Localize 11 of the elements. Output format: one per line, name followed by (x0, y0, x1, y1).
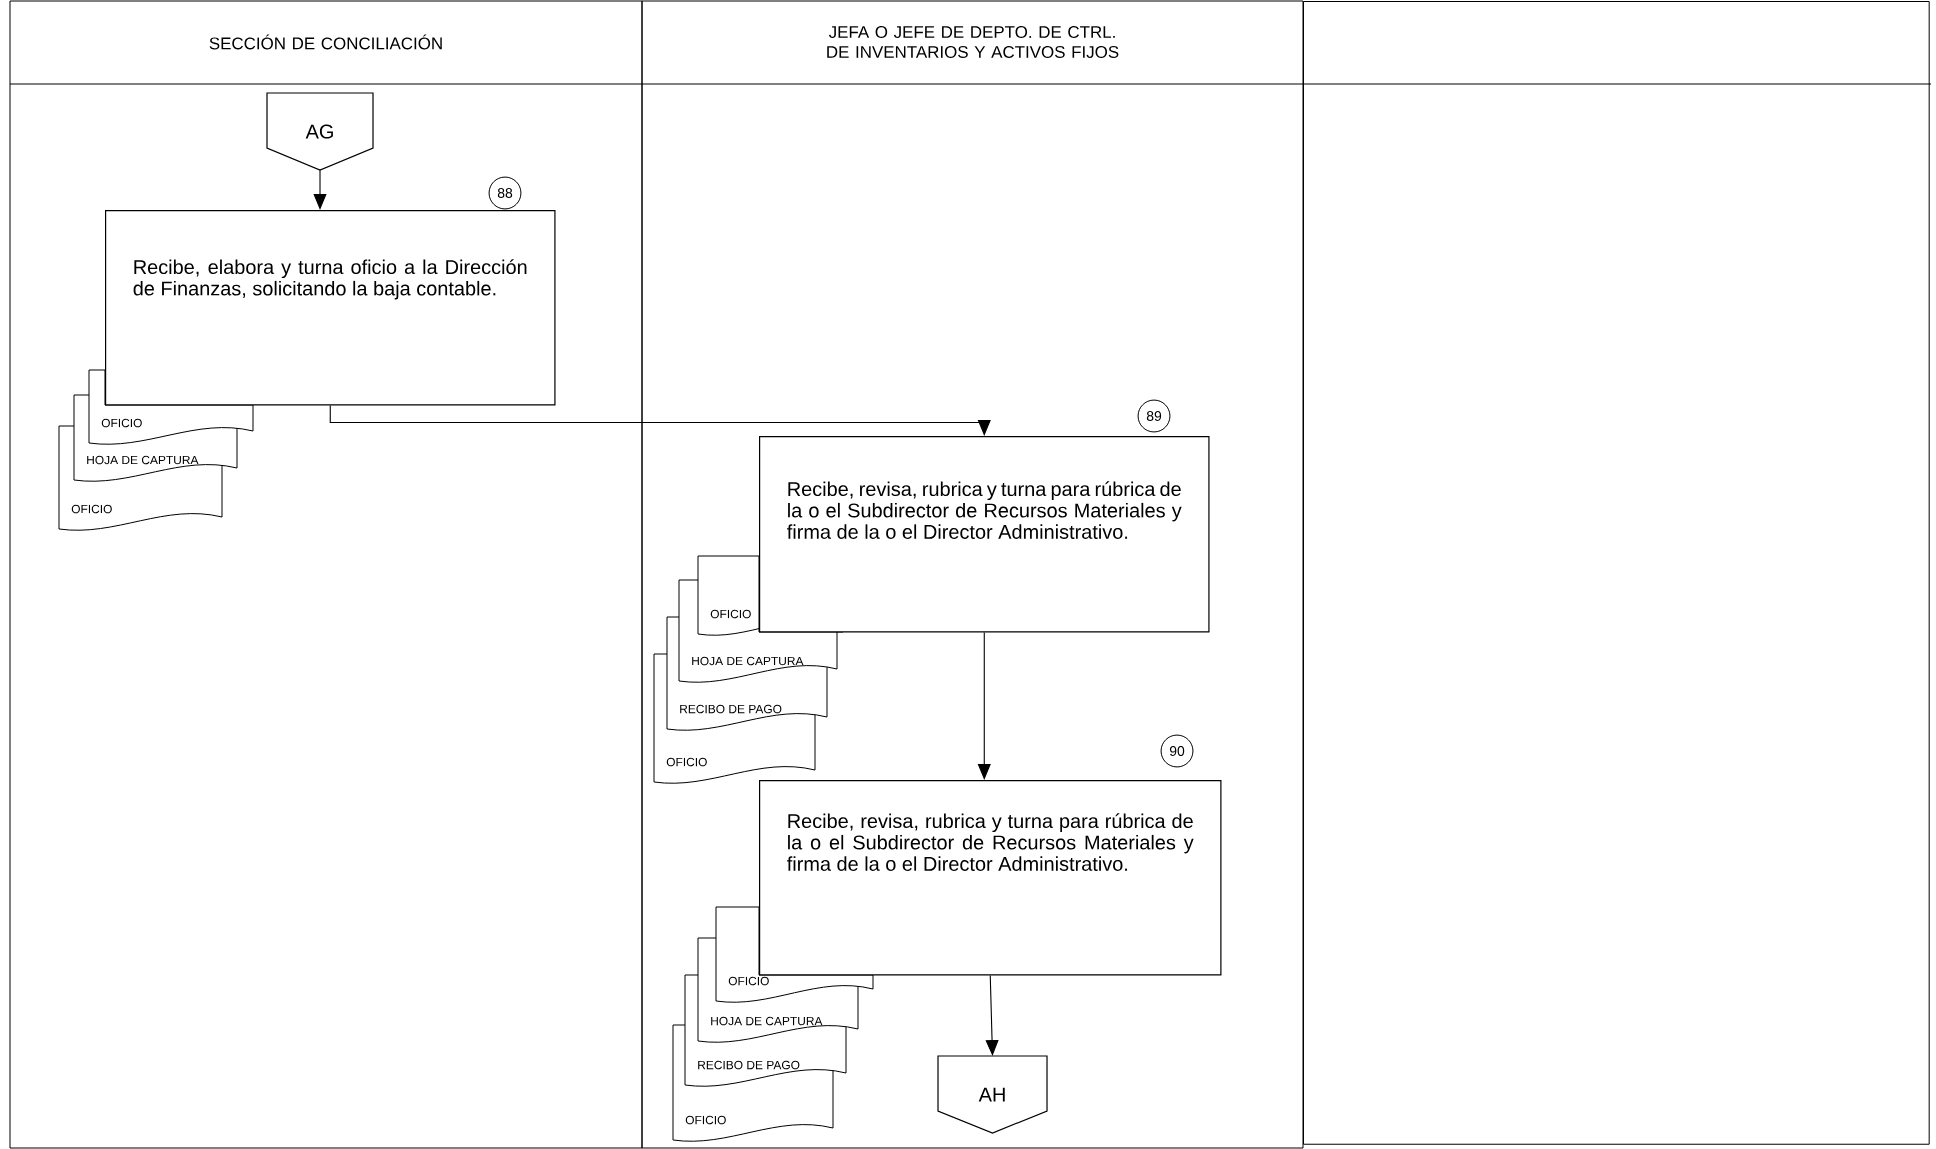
arrow (977, 631, 991, 780)
arrow (985, 974, 999, 1056)
process-box: Recibe, revisa, rubrica y turna para rúbrica de la o el Subdirector de Recursos Materiales y firma de la o el Director Administrativo. (759, 436, 1210, 633)
arrow (313, 169, 327, 210)
step-number: 89 (1137, 399, 1171, 433)
off-page-connector: AH (937, 1055, 1048, 1134)
off-page-connector: AG (266, 92, 374, 171)
arrow (329, 404, 991, 436)
swimlane (1302, 1, 1932, 1145)
step-number: 90 (1160, 734, 1194, 768)
step-number: 88 (488, 176, 522, 210)
